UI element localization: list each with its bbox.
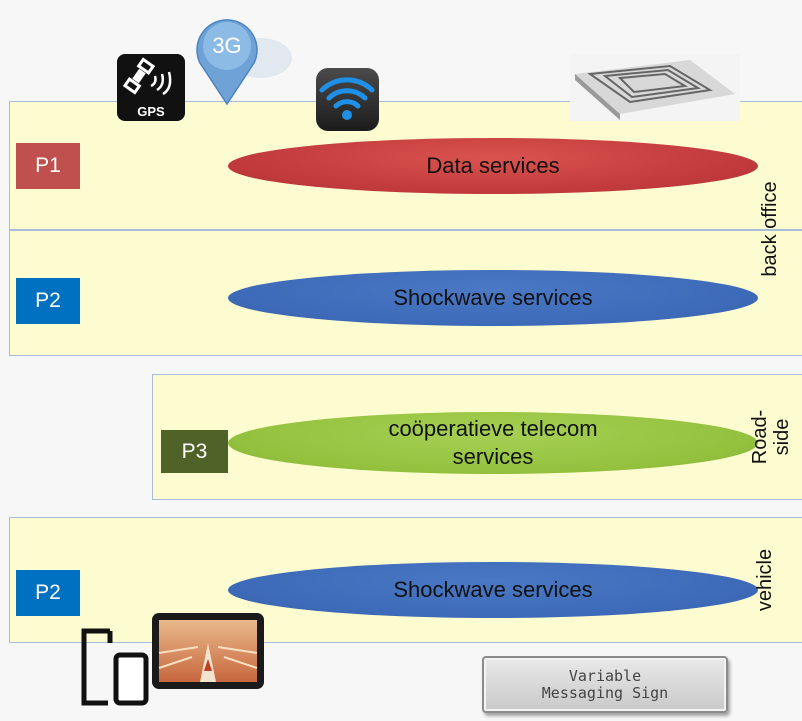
shockwave-services-ellipse: Shockwave services xyxy=(228,270,758,326)
vms-line2: Messaging Sign xyxy=(541,683,669,702)
gps-icon: GPS xyxy=(117,54,185,121)
back-office-label: back office xyxy=(759,181,781,277)
devices-icon xyxy=(78,627,154,707)
cooperative-telecom-label-line2: services xyxy=(452,444,534,469)
vehicle-shockwave-ellipse: Shockwave services xyxy=(228,562,758,618)
vehicle-shockwave-label: Shockwave services xyxy=(393,577,593,602)
data-services-label: Data services xyxy=(426,153,560,178)
shockwave-services-label: Shockwave services xyxy=(393,285,593,310)
variable-messaging-sign: Variable Messaging Sign xyxy=(482,656,728,713)
data-services-ellipse: Data services xyxy=(228,138,758,194)
vehicle-label: vehicle xyxy=(754,548,776,612)
cooperative-telecom-label-line1: coöperatieve telecom xyxy=(388,416,598,441)
roadside-label: Road- side xyxy=(749,392,793,482)
cooperative-telecom-ellipse: coöperatieve telecom services xyxy=(228,412,758,474)
wifi-icon xyxy=(316,68,379,131)
priority-p2-vehicle: P2 xyxy=(16,570,80,616)
priority-p3: P3 xyxy=(161,430,228,473)
priority-p1: P1 xyxy=(16,143,80,189)
gps-text: GPS xyxy=(137,104,165,119)
3g-pin-icon: 3G xyxy=(190,8,300,108)
band-divider xyxy=(9,229,802,231)
navigation-tablet-icon xyxy=(152,613,264,689)
3g-text: 3G xyxy=(212,33,242,58)
vms-line1: Variable xyxy=(568,666,642,685)
roadside-label-line2: side xyxy=(771,418,793,456)
roadside-label-line1: Road- xyxy=(749,409,771,465)
priority-p2-backoffice: P2 xyxy=(16,278,80,324)
road-map-icon xyxy=(570,54,740,121)
